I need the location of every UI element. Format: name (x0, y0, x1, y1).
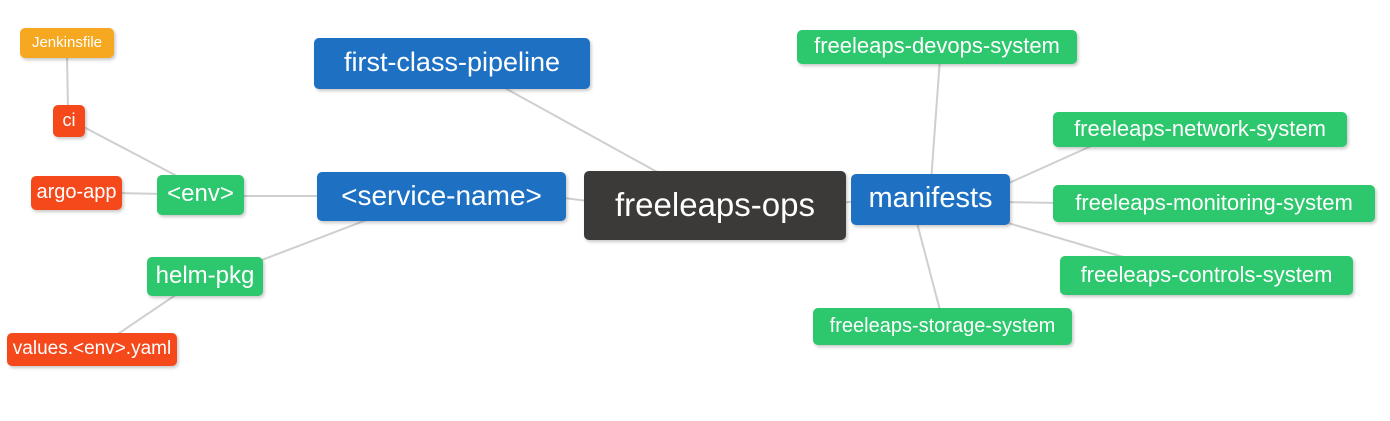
edge-values-env-yaml-helm-pkg (111, 291, 181, 339)
node-label: values.<env>.yaml (12, 338, 172, 359)
node-monitoring-system[interactable]: freeleaps-monitoring-system (1053, 185, 1375, 222)
node-label: <env> (167, 180, 234, 207)
node-storage-system[interactable]: freeleaps-storage-system (813, 308, 1072, 345)
node-label: Jenkinsfile (31, 33, 103, 51)
node-argo-app[interactable]: argo-app (31, 176, 122, 210)
node-label: freeleaps-controls-system (1080, 261, 1333, 287)
node-ci[interactable]: ci (53, 105, 85, 137)
edge-manifests-monitoring-system (1001, 201, 1061, 204)
edge-jenkinsfile-ci (66, 55, 69, 111)
node-controls-system[interactable]: freeleaps-controls-system (1060, 256, 1353, 295)
node-devops-system[interactable]: freeleaps-devops-system (797, 30, 1077, 64)
edge-manifests-devops-system (930, 57, 941, 183)
edge-argo-app-env (114, 192, 166, 195)
node-label: ci (62, 110, 76, 130)
node-jenkinsfile[interactable]: Jenkinsfile (20, 28, 114, 58)
node-values-env-yaml[interactable]: values.<env>.yaml (7, 333, 177, 366)
node-label: freeleaps-storage-system (829, 314, 1056, 337)
node-service-name[interactable]: <service-name> (317, 172, 566, 221)
node-label: helm-pkg (155, 261, 255, 289)
node-label: freeleaps-monitoring-system (1075, 189, 1353, 215)
node-freeleaps-ops[interactable]: freeleaps-ops (584, 171, 846, 240)
node-first-class-pipeline[interactable]: first-class-pipeline (314, 38, 590, 89)
node-helm-pkg[interactable]: helm-pkg (147, 257, 263, 296)
edge-manifests-controls-system (997, 219, 1141, 263)
edge-first-class-pipeline-freeleaps-ops (493, 81, 669, 179)
edge-ci-env (77, 123, 193, 185)
node-label: freeleaps-ops (615, 186, 815, 223)
edge-helm-pkg-service-name (253, 213, 383, 264)
node-network-system[interactable]: freeleaps-network-system (1053, 112, 1347, 147)
edge-manifests-network-system (999, 142, 1099, 188)
node-label: argo-app (36, 181, 117, 203)
edge-manifests-storage-system (915, 218, 942, 315)
node-label: freeleaps-network-system (1074, 115, 1326, 141)
node-label: <service-name> (341, 179, 542, 211)
node-label: freeleaps-devops-system (814, 33, 1060, 58)
node-label: manifests (868, 182, 993, 214)
node-label: first-class-pipeline (343, 47, 561, 77)
node-manifests[interactable]: manifests (851, 174, 1010, 225)
node-env[interactable]: <env> (157, 175, 244, 215)
